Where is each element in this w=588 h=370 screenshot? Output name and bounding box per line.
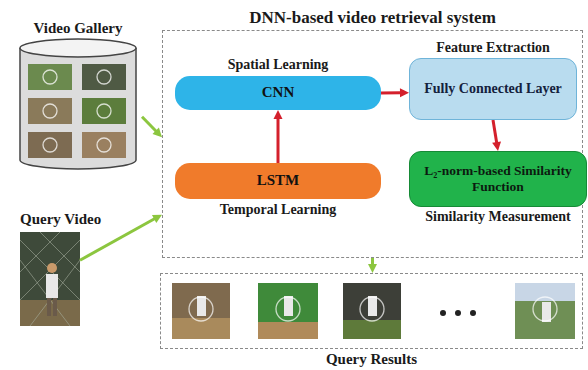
fence-wire — [20, 240, 80, 300]
play-icon — [97, 138, 111, 152]
person-leg — [47, 298, 51, 316]
connector-line — [381, 91, 401, 94]
result-figures — [197, 296, 551, 322]
results-panel: Query Results — [160, 273, 583, 349]
play-icon — [43, 70, 57, 84]
result-thumbnail — [343, 283, 401, 339]
arrowhead — [368, 264, 377, 273]
video-thumbnail — [82, 132, 126, 158]
arrowhead — [400, 88, 409, 97]
play-icon — [189, 297, 213, 321]
node-heading: Spatial Learning — [228, 57, 329, 73]
play-icons — [189, 297, 557, 321]
gallery-cylinder — [20, 39, 136, 169]
result-thumbnail — [172, 283, 230, 339]
fence-wire — [20, 240, 80, 300]
cylinder-body — [20, 48, 136, 169]
query-video-image — [20, 232, 80, 326]
result-ground — [343, 320, 401, 339]
node-label: L₂-norm-based Similarity Function — [410, 163, 586, 194]
result-thumbnail — [515, 283, 575, 339]
player-figure — [368, 296, 377, 316]
person-body — [46, 274, 58, 298]
video-thumbnail — [28, 132, 72, 158]
connector-line — [493, 120, 497, 143]
video-thumbnail — [82, 98, 126, 124]
arrow-connector — [492, 120, 501, 151]
play-icon — [276, 297, 300, 321]
fence-wire — [20, 232, 60, 272]
result-thumbnails — [172, 283, 575, 339]
arrow-connector — [142, 117, 162, 137]
result-sky — [515, 283, 575, 301]
video-thumbnail — [82, 64, 126, 90]
node-label: LSTM — [253, 172, 304, 189]
arrow-connector — [368, 258, 377, 273]
person-leg — [53, 298, 57, 316]
node-heading: Query Video — [20, 211, 101, 228]
player-figure — [197, 296, 206, 316]
arrowhead — [492, 141, 501, 151]
play-icon — [97, 70, 111, 84]
cylinder-top — [20, 39, 136, 57]
process-box: Spatial LearningCNN — [175, 76, 381, 110]
fence-wire — [40, 232, 80, 272]
query-frame — [20, 232, 80, 326]
video-gallery: Video Gallery — [14, 40, 142, 168]
dot — [455, 310, 461, 316]
process-box: Feature ExtractionFully Connected Layer — [409, 58, 577, 120]
query-video: Query Video — [20, 232, 80, 326]
play-icon — [97, 104, 111, 118]
node-heading: Video Gallery — [33, 20, 122, 37]
fence-wire — [30, 260, 80, 326]
person-head — [47, 263, 57, 273]
arrowhead — [274, 110, 283, 119]
node-label: Fully Connected Layer — [420, 81, 566, 97]
system-boundary: DNN-based video retrieval systemSpatial … — [162, 30, 583, 258]
play-icon — [360, 297, 384, 321]
node-heading: Temporal Learning — [220, 202, 337, 218]
node-label: CNN — [258, 84, 299, 101]
arrowhead — [152, 128, 162, 138]
video-thumbnail — [28, 98, 72, 124]
connector-line — [371, 258, 374, 265]
fence — [20, 232, 80, 326]
connector-line — [142, 117, 156, 132]
player-figure — [284, 296, 293, 316]
process-box: LSTMTemporal Learning — [175, 163, 381, 199]
ellipsis-dots — [440, 310, 476, 316]
result-thumbnail — [258, 283, 318, 339]
result-ground — [258, 322, 318, 339]
play-icon — [533, 297, 557, 321]
arrow-connector — [274, 110, 283, 163]
play-icon — [43, 104, 57, 118]
arrow-connector — [381, 88, 409, 97]
play-icon — [43, 138, 57, 152]
node-heading: Query Results — [326, 351, 417, 368]
player-figure — [542, 302, 551, 322]
node-heading: Similarity Measurement — [425, 209, 571, 225]
video-thumbnail — [28, 64, 72, 90]
dot — [440, 310, 446, 316]
dot — [470, 310, 476, 316]
node-heading: Feature Extraction — [436, 40, 550, 56]
arrowhead — [152, 215, 162, 223]
node-heading: DNN-based video retrieval system — [249, 8, 496, 28]
process-box: L₂-norm-based Similarity FunctionSimilar… — [409, 151, 587, 207]
connector-line — [277, 118, 280, 163]
play-icons — [43, 70, 111, 152]
